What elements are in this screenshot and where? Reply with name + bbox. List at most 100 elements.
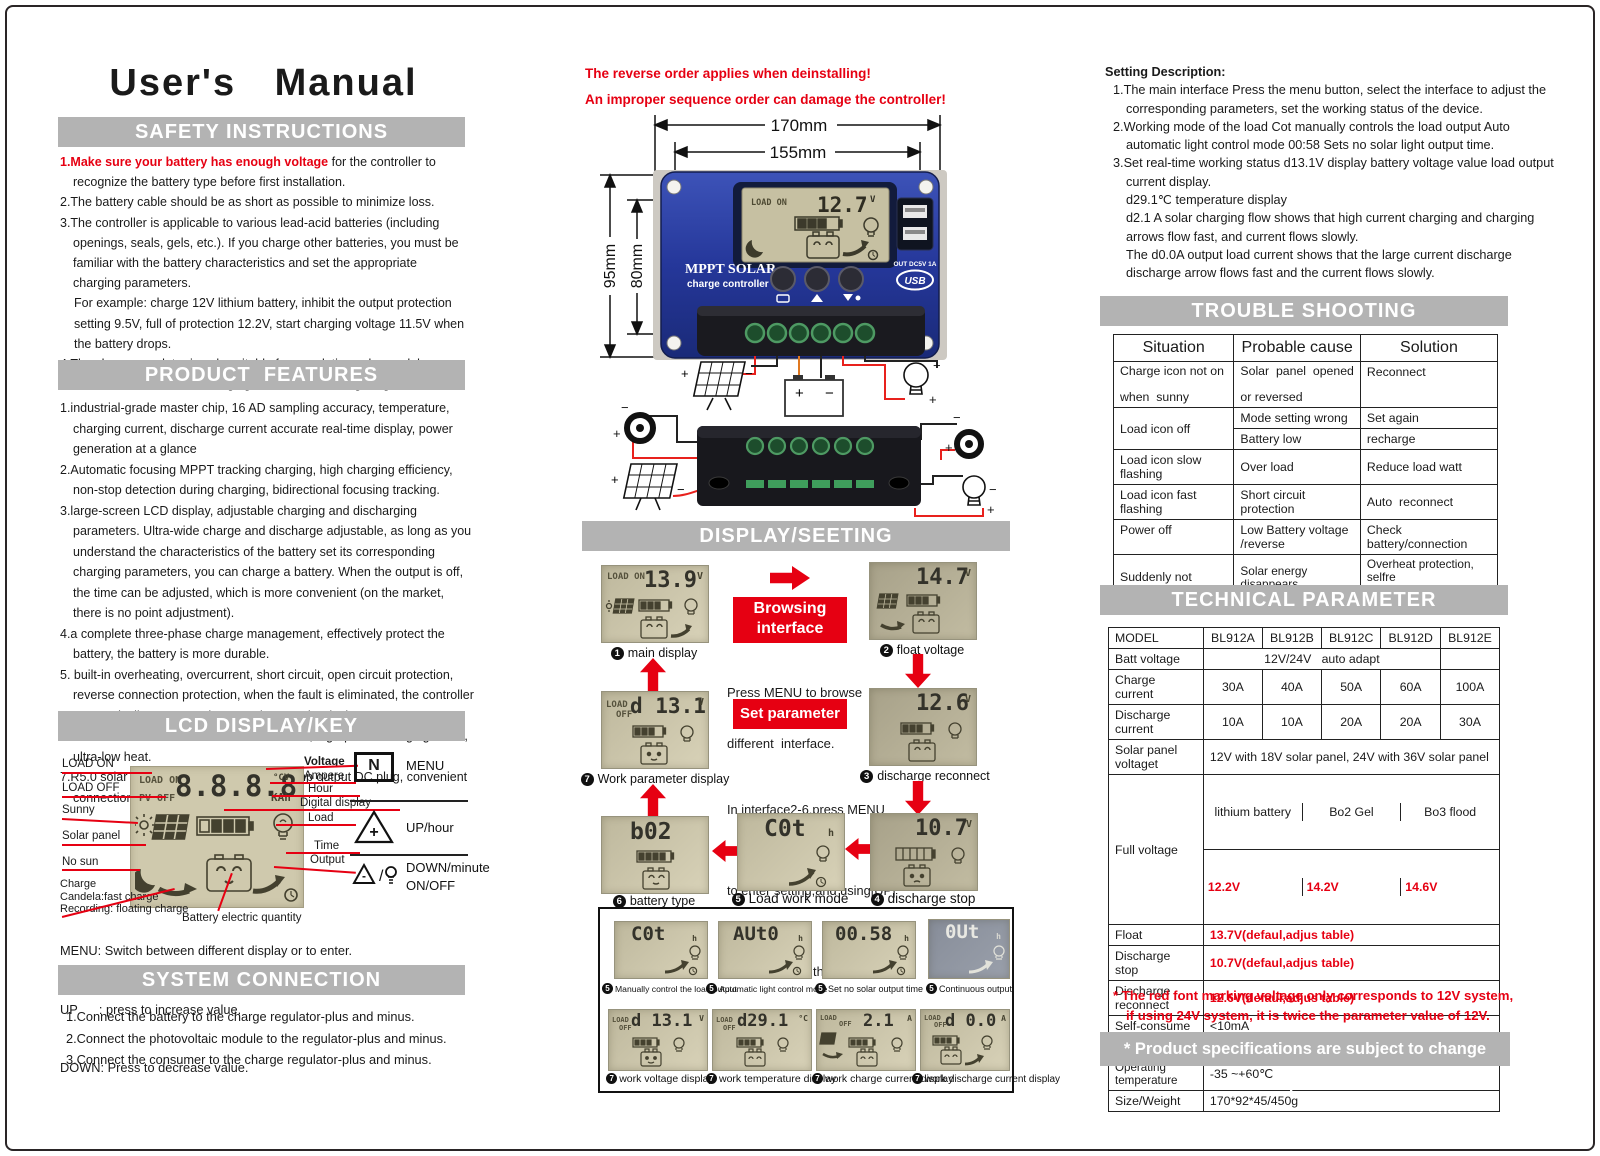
minus-sign: − — [825, 385, 834, 402]
arrow-right — [770, 566, 810, 590]
lcd-digits: 8.8.8.8 — [175, 769, 298, 803]
key-divider — [350, 800, 468, 802]
screen-icons — [636, 850, 675, 890]
mount-hole — [666, 335, 682, 351]
usb-logo — [896, 269, 934, 291]
arrow-up — [640, 784, 666, 818]
mount-hole — [918, 179, 934, 195]
table-row: Size/Weight 170*92*45/450g — [1108, 1090, 1501, 1112]
solar-panel-icon — [151, 814, 190, 840]
key-notes: MENU: Switch between different display o… — [60, 902, 352, 1117]
dim-170mm: 170mm — [771, 116, 828, 135]
red-note-1: * The red font marking voltage only corr… — [1113, 988, 1514, 1003]
setting-item: The d0.0A output load current shows that… — [1126, 247, 1512, 281]
lcd-unit-top: °CV — [273, 773, 290, 783]
col-solution: Solution — [1359, 334, 1499, 362]
screen-icons — [768, 945, 805, 976]
dim-80mm: 80mm — [629, 244, 646, 288]
minus-sign: − — [621, 400, 629, 415]
battery-face-icon — [206, 854, 252, 892]
battery-icon: + − — [784, 375, 844, 417]
controller-bottom-view — [697, 426, 921, 506]
screen-main-display: LOAD ON 13.9 V — [601, 565, 709, 643]
table-row: 12.2V 14.2V 14.6V — [1109, 849, 1501, 925]
sun-icon — [135, 814, 155, 836]
screen-icons — [968, 945, 1005, 974]
section-system-title: SYSTEM CONNECTION — [58, 965, 465, 995]
dim-95mm: 95mm — [602, 244, 619, 288]
usb-ports — [896, 197, 934, 251]
screen-icons — [788, 845, 830, 888]
section-lcd-title: LCD DISPLAY/KEY — [58, 711, 465, 741]
solar-panel-1-icon: + − — [681, 361, 753, 411]
screen-load-work-mode: C0t h — [737, 813, 845, 891]
table-row: Charge icon not on when sunny Solar pane… — [1112, 361, 1499, 408]
minus-sign: − — [953, 410, 961, 425]
table-row: Batt voltage 12V/24V auto adapt — [1108, 648, 1501, 670]
section-trouble-title: TROUBLE SHOOTING — [1100, 296, 1508, 326]
screen-work-charge-current: LOAD OFF 2.1 A — [816, 1009, 916, 1071]
bulb-1-icon: − + — [903, 358, 941, 407]
system-item: 1.Connect the battery to the charge regu… — [66, 1009, 415, 1024]
system-item: 3.Connect the consumer to the charge reg… — [66, 1052, 432, 1067]
plus-sign: + — [611, 472, 619, 487]
leader-line — [61, 818, 138, 824]
leader-line — [276, 824, 356, 826]
label-charge-lines: Charge Candela:fast charge Recording: fl… — [60, 878, 189, 915]
label-no-sun: No sun — [62, 856, 99, 868]
dc-jack-left-icon: − + — [613, 400, 656, 444]
screen-icons — [876, 593, 941, 634]
screen-icons — [664, 945, 701, 976]
screen-discharge-stop: 10.7 V — [870, 813, 978, 891]
leader-line — [62, 772, 152, 774]
table-row: Float 13.7V(defaul,adjus table) — [1108, 924, 1501, 946]
up-key-icon: + — [354, 810, 394, 844]
side-hole — [708, 476, 730, 490]
table-row: Charge current 30A 40A 50A 60A 100A — [1108, 669, 1501, 705]
trouble-shooting-table: Situation Probable cause Solution Charge… — [1112, 334, 1499, 614]
set-parameter-box: Set parameter — [733, 699, 847, 729]
leader-line — [62, 844, 146, 846]
feature-item: 1.industrial-grade master chip, 16 AD sa… — [60, 401, 453, 456]
svg-text:/: / — [379, 868, 384, 885]
plus-sign: + — [929, 392, 937, 407]
down-button-glyph — [843, 294, 853, 301]
side-hole — [888, 476, 910, 490]
leader-line — [270, 782, 356, 784]
label-digital-display: Digital display — [300, 797, 371, 809]
up-button-glyph — [811, 294, 823, 302]
label-battery-qty: Battery electric quantity — [182, 912, 302, 924]
table-row: Situation Probable cause Solution — [1112, 334, 1499, 362]
dimension-155mm — [673, 141, 922, 187]
ctrl-unit: V — [870, 195, 876, 205]
bottom-screws — [745, 436, 875, 456]
battery-bars-icon — [196, 816, 254, 836]
table-row: Load icon fast flashing Short circuit pr… — [1112, 484, 1499, 520]
menu-button-glyph — [776, 294, 790, 303]
minus-sign: − — [677, 482, 685, 497]
menu-key-label: MENU — [406, 758, 445, 773]
setting-item: d2.1 A solar charging flow shows that hi… — [1126, 211, 1535, 244]
screen-icons — [819, 1032, 903, 1067]
section-safety-title: SAFETY INSTRUCTIONS — [58, 117, 465, 147]
setting-title: Setting Description: — [1105, 65, 1226, 79]
terminal-screws — [744, 322, 876, 344]
system-connection: 1.Connect the battery to the charge regu… — [66, 1006, 476, 1071]
lcd-diagram: LOAD ON PV OFF 8.8.8.8 °CV KAh — [58, 748, 490, 924]
solar-panel-2-icon: + − — [611, 463, 685, 511]
table-row: Full voltage lithium battery Bo2 Gel Bo3… — [1108, 774, 1501, 925]
screen-icons — [632, 725, 694, 765]
leader-line — [62, 869, 140, 871]
screen-icons — [736, 1037, 789, 1067]
screen-icons — [895, 847, 965, 887]
screen-work-voltage: LOAD OFF d 13.1 V — [608, 1009, 708, 1071]
system-item: 2.Connect the photovoltaic module to the… — [66, 1030, 447, 1046]
dim-155mm: 155mm — [770, 143, 827, 162]
